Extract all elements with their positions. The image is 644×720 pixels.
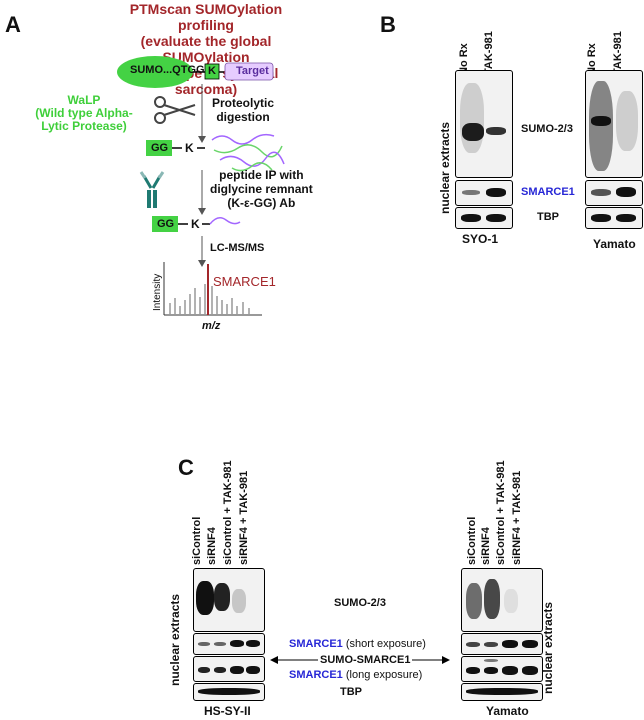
step1-line-2: digestion: [216, 110, 270, 124]
gg-box-1: [146, 140, 172, 156]
c-blot-right-sumo: [461, 568, 543, 632]
c-blot-left-tbp: [193, 683, 265, 701]
target-box: [224, 62, 274, 81]
c-lane-left-1: siControl: [191, 516, 203, 565]
antibody-icon: [139, 171, 165, 208]
walp-line-3: Lytic Protease): [41, 119, 127, 133]
step2-line-2: diglycine remnant: [210, 182, 313, 196]
c-nuclear-extracts-right: nuclear extracts: [541, 601, 555, 694]
step-ip: peptide IP with diglycine remnant (K-ε-G…: [210, 168, 313, 210]
mass-spectrum: [163, 262, 262, 316]
gg-label-2: GG: [157, 218, 175, 230]
c-sumo-smarce1: SUMO-SMARCE1: [318, 654, 413, 666]
c-lane-right-3: siControl + TAK-981: [495, 460, 507, 565]
c-lane-right-2: siRNF4: [480, 527, 492, 565]
step-lcms: LC-MS/MS: [210, 242, 265, 254]
step1-line-1: Proteolytic: [212, 96, 275, 110]
b-tbp-label: TBP: [537, 211, 559, 223]
walp-line-1: WaLP: [67, 93, 101, 107]
target-label: Target: [236, 65, 269, 77]
c-blot-left-sumo: [193, 568, 265, 632]
panel-letter-b: B: [380, 12, 396, 37]
c-cell-yamato: Yamato: [486, 704, 529, 718]
sumo-ellipse: [117, 56, 193, 88]
b-blot-yamato-smarce1: [585, 180, 643, 206]
c-nuclear-extracts-left: nuclear extracts: [168, 593, 182, 686]
k-label: K: [208, 65, 216, 77]
panel-letter-a: A: [5, 12, 21, 37]
panel-letter-c: C: [178, 455, 194, 480]
c-smarce1-long-name: SMARCE1: [289, 669, 343, 681]
peptide-squiggles: [211, 133, 285, 172]
c-blot-right-long: [461, 656, 543, 682]
b-lane-left-2: TAK-981: [483, 31, 495, 75]
b-blot-syo1-tbp: [455, 207, 513, 229]
c-lane-left-4: siRNF4 + TAK-981: [238, 470, 250, 565]
y-axis-label: Intensity: [152, 273, 163, 311]
c-lane-right-1: siControl: [466, 516, 478, 565]
hit-label: SMARCE1: [213, 274, 276, 289]
c-blot-right-short: [461, 633, 543, 655]
title-line-2: (evaluate the global SUMOylation: [140, 33, 272, 65]
gg-box-2: [152, 216, 178, 232]
c-blot-left-short: [193, 633, 265, 655]
sumo-label: SUMO...QTGG: [130, 64, 205, 76]
c-smarce1-long: SMARCE1 (long exposure): [289, 669, 422, 681]
step-digestion: Proteolytic digestion: [212, 96, 274, 124]
b-cell-yamato: Yamato: [593, 237, 636, 251]
panel-a-diagram: [117, 56, 285, 316]
c-blot-right-tbp: [461, 683, 543, 701]
c-smarce1-short: SMARCE1 (short exposure): [289, 638, 426, 650]
scissors-icon: [154, 96, 196, 124]
step2-line-1: peptide IP with: [219, 168, 304, 182]
b-sumo-label: SUMO-2/3: [521, 123, 573, 135]
c-blot-left-long: [193, 656, 265, 682]
k-label-3: K: [191, 217, 200, 231]
gg-label-1: GG: [151, 142, 169, 154]
walp-line-2: (Wild type Alpha-: [35, 106, 133, 120]
c-smarce1-long-note: (long exposure): [345, 669, 423, 681]
k-label-2: K: [185, 141, 194, 155]
c-smarce1-short-note: (short exposure): [345, 638, 426, 650]
b-blot-yamato-tbp: [585, 207, 643, 229]
c-lane-right-4: siRNF4 + TAK-981: [511, 470, 523, 565]
b-lane-right-2: TAK-981: [612, 31, 624, 75]
c-lane-left-3: siControl + TAK-981: [222, 460, 234, 565]
c-lane-left-2: siRNF4: [206, 527, 218, 565]
x-axis-label: m/z: [202, 320, 221, 332]
step2-line-3: (K-ε-GG) Ab: [227, 196, 296, 210]
b-blot-syo1-smarce1: [455, 180, 513, 206]
c-smarce1-short-name: SMARCE1: [289, 638, 343, 650]
c-cell-hssyii: HS-SY-II: [204, 704, 251, 718]
c-tbp-label: TBP: [340, 686, 362, 698]
walp-label: WaLP (Wild type Alpha- Lytic Protease): [28, 94, 140, 133]
b-blot-yamato-sumo: [585, 70, 643, 178]
c-sumo-label: SUMO-2/3: [334, 597, 386, 609]
b-blot-syo1-sumo: [455, 70, 513, 178]
b-smarce1-label: SMARCE1: [521, 186, 575, 198]
b-nuclear-extracts: nuclear extracts: [438, 121, 452, 214]
title-line-1: PTMscan SUMOylation profiling: [129, 1, 283, 33]
b-cell-syo1: SYO-1: [462, 232, 499, 246]
